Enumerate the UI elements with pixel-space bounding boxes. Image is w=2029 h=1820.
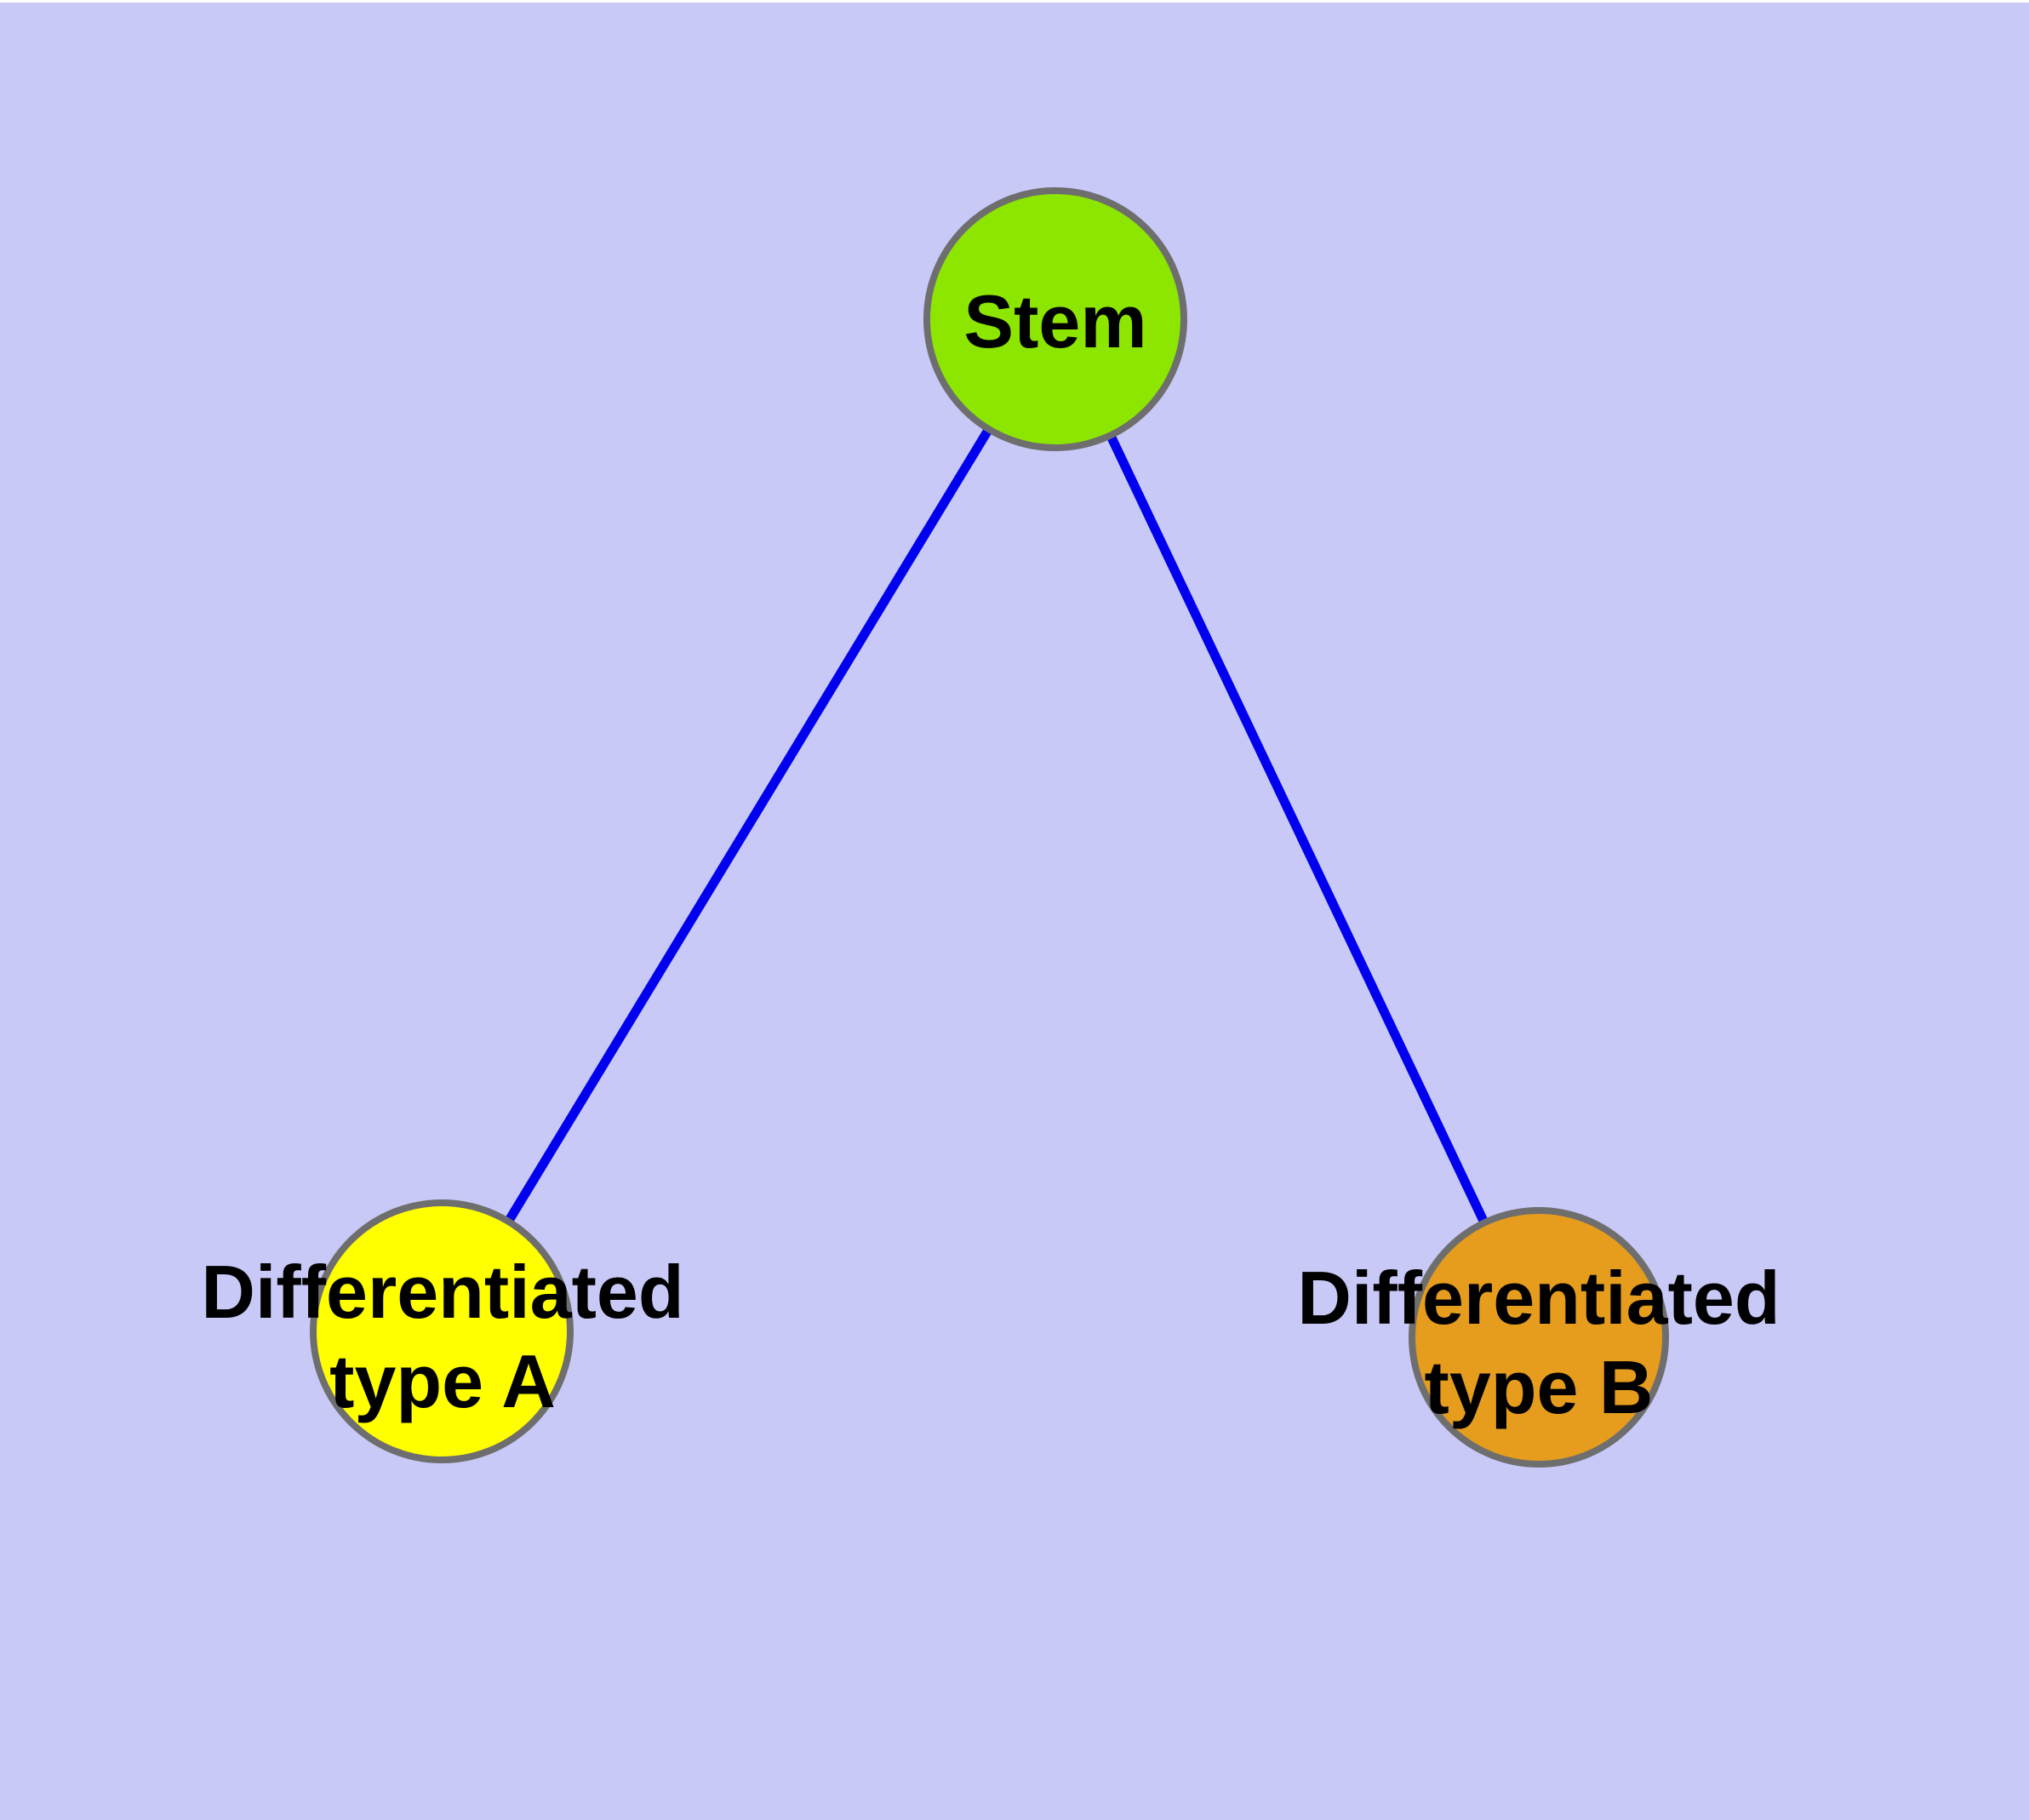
typeB-node xyxy=(1409,1207,1669,1468)
stem-node-label: Stem xyxy=(963,279,1146,363)
edge-stem-typeA xyxy=(437,317,1060,1334)
typeB-node-label-line2: type B xyxy=(1425,1345,1654,1429)
typeA-node-label-line1: Differentiated xyxy=(201,1250,683,1334)
edge-stem-typeB xyxy=(1051,317,1543,1340)
typeB-node-label-line1: Differentiated xyxy=(1297,1256,1780,1340)
typeA-node-label-line2: type A xyxy=(329,1339,556,1423)
stem-node xyxy=(923,187,1187,451)
typeA-node xyxy=(310,1199,574,1463)
